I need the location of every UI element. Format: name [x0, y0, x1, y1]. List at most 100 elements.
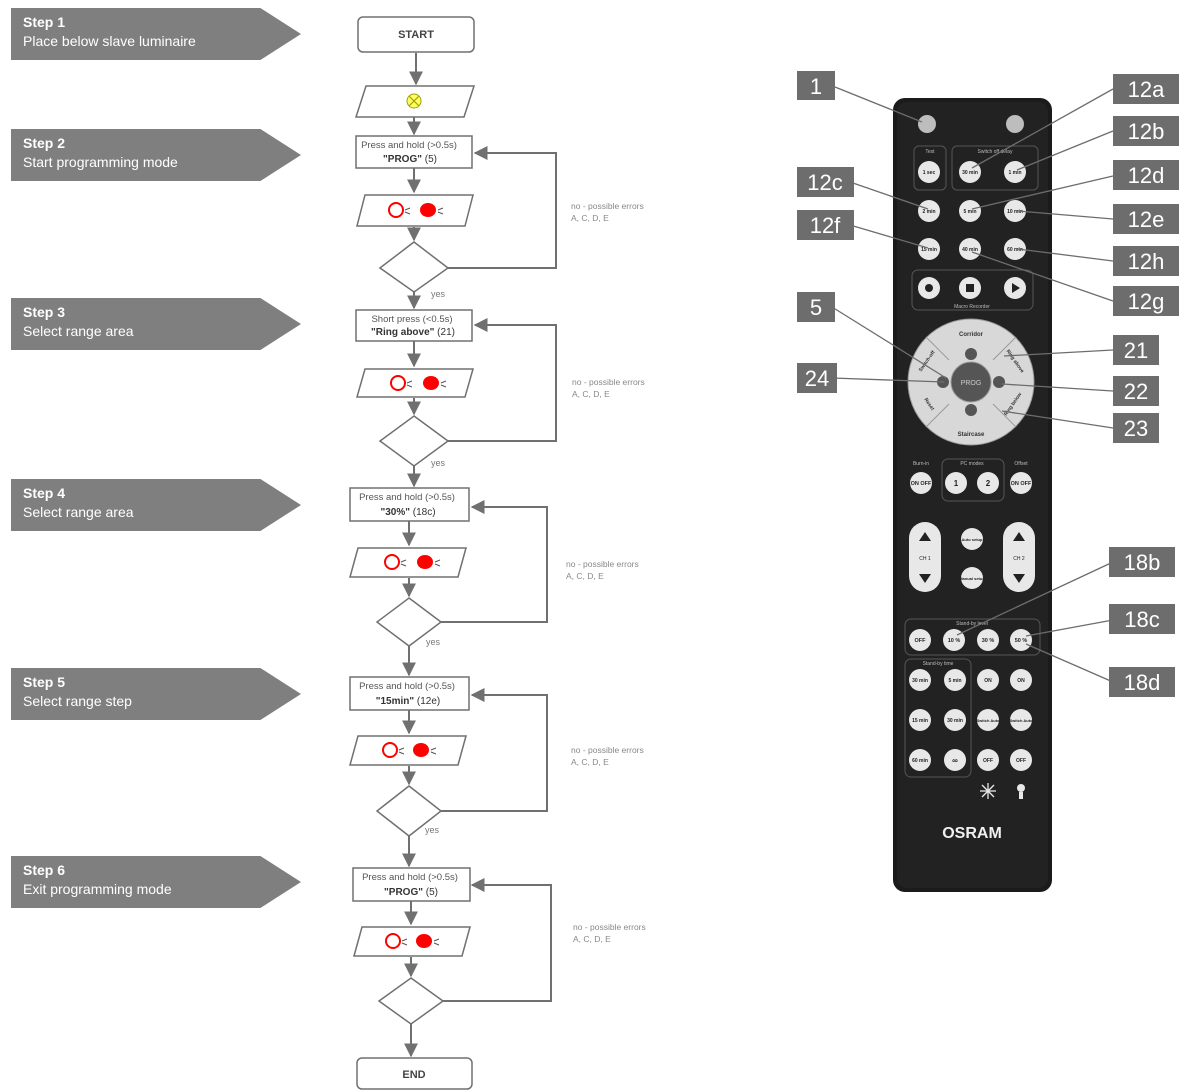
btn-10min[interactable]: [1004, 200, 1026, 222]
remote-test-button[interactable]: [918, 115, 936, 133]
btn-burn-in[interactable]: [910, 472, 932, 494]
standby-time-label: Stand-by time: [923, 661, 954, 667]
remote-speed-button[interactable]: [1006, 115, 1024, 133]
svg-text:15 min: 15 min: [921, 247, 937, 253]
svg-text:12e: 12e: [1128, 207, 1165, 232]
action-key: "Ring above": [371, 327, 435, 338]
btn-ch2-off[interactable]: [1010, 749, 1032, 771]
step-title: Step 4: [23, 485, 66, 501]
callout-18c: [1109, 604, 1175, 634]
led-signal-4: [349, 735, 467, 766]
action-line1: Short press (<0.5s): [371, 314, 452, 325]
svg-text:12h: 12h: [1128, 249, 1165, 274]
burn-in-label: Burn-in: [913, 461, 929, 467]
btn-time-30min-b[interactable]: [944, 709, 966, 731]
svg-text:ON: ON: [984, 678, 992, 684]
ch2-rocker[interactable]: [1003, 522, 1035, 592]
svg-text:30 %: 30 %: [982, 638, 995, 644]
callout-5: [797, 292, 835, 322]
action-line1: Press and hold (>0.5s): [362, 872, 458, 883]
btn-60min[interactable]: [1004, 238, 1026, 260]
btn-time-inf[interactable]: [944, 749, 966, 771]
btn-ch1-auto[interactable]: [977, 709, 999, 731]
svg-text:30 min: 30 min: [947, 718, 963, 724]
svg-text:Manual setup: Manual setup: [959, 576, 985, 581]
callout-12c: [797, 167, 854, 197]
callout-12d: [1113, 160, 1179, 190]
btn-1sec[interactable]: [918, 161, 940, 183]
svg-text:Auto setup: Auto setup: [962, 537, 983, 542]
decision-diamond-3: [375, 597, 443, 647]
btn-ch1-off[interactable]: [977, 749, 999, 771]
btn-time-15min[interactable]: [909, 709, 931, 731]
action-line1: Press and hold (>0.5s): [359, 492, 455, 503]
svg-text:5: 5: [810, 295, 822, 320]
svg-text:18b: 18b: [1124, 550, 1161, 575]
btn-level-50[interactable]: [1010, 629, 1032, 651]
decision-diamond-2: [378, 415, 450, 467]
btn-time-60min[interactable]: [909, 749, 931, 771]
btn-5min[interactable]: [959, 200, 981, 222]
ch1-rocker[interactable]: [909, 522, 941, 592]
bulb-icon: [1017, 784, 1025, 799]
led-off-icon: [390, 375, 406, 391]
callout-12e: [1113, 204, 1179, 234]
callout-21: [1113, 335, 1159, 365]
callout-18d: [1109, 667, 1175, 697]
svg-text:ON OFF: ON OFF: [1011, 481, 1032, 487]
btn-2min[interactable]: [918, 200, 940, 222]
callout-22: [1113, 376, 1159, 406]
action-box-5: Press and hold (>0.5s) "PROG" (5): [352, 867, 471, 902]
svg-text:24: 24: [805, 366, 829, 391]
svg-text:1 sec: 1 sec: [923, 170, 936, 176]
svg-text:5 min: 5 min: [948, 678, 961, 684]
step-banner-1: Step 1 Place below slave luminaire: [11, 8, 301, 60]
btn-level-30[interactable]: [977, 629, 999, 651]
step-banner-6: Step 6 Exit programming mode: [11, 856, 301, 908]
btn-ch2-auto[interactable]: [1010, 709, 1032, 731]
step-title: Step 1: [23, 14, 66, 30]
btn-offset[interactable]: [1010, 472, 1032, 494]
svg-text:1: 1: [810, 74, 822, 99]
action-box-3: Press and hold (>0.5s) "30%" (18c): [349, 487, 470, 522]
action-line1: Press and hold (>0.5s): [361, 140, 457, 151]
remote-figure: Test Switch off delay 1 sec 30 min 1 min…: [797, 71, 1179, 892]
yes-label: yes: [431, 289, 446, 299]
svg-text:OFF: OFF: [983, 758, 993, 764]
svg-text:Switch Auto: Switch Auto: [1010, 718, 1034, 723]
svg-text:12a: 12a: [1128, 77, 1165, 102]
svg-text:OFF: OFF: [915, 638, 927, 644]
btn-time-5min[interactable]: [944, 669, 966, 691]
btn-pc-mode-1[interactable]: [945, 472, 967, 494]
decision-diamond-4: [375, 785, 443, 837]
svg-text:5 min: 5 min: [963, 209, 976, 215]
btn-1min[interactable]: [1004, 161, 1026, 183]
btn-time-30min[interactable]: [909, 669, 931, 691]
btn-pc-mode-2[interactable]: [977, 472, 999, 494]
led-on-icon: [416, 934, 432, 948]
btn-15min[interactable]: [918, 238, 940, 260]
led-off-icon: [388, 202, 404, 218]
btn-manual-setup[interactable]: [961, 567, 983, 589]
svg-text:"PROG" (5): "PROG" (5): [384, 887, 438, 898]
led-off-icon: [385, 933, 401, 949]
btn-level-off[interactable]: [909, 629, 931, 651]
ring-top-label: Corridor: [959, 332, 984, 338]
btn-ch1-on[interactable]: [977, 669, 999, 691]
led-signal-3: [349, 547, 467, 578]
svg-text:15 min: 15 min: [912, 718, 928, 724]
prog-button[interactable]: [950, 361, 992, 403]
btn-40min[interactable]: [959, 238, 981, 260]
btn-ch2-on[interactable]: [1010, 669, 1032, 691]
callout-1: [797, 71, 835, 100]
led-signal-2: [356, 368, 474, 398]
btn-auto-setup[interactable]: [961, 528, 983, 550]
step-title: Step 3: [23, 304, 66, 320]
step-banner-4: Step 4 Select range area: [11, 479, 301, 531]
start-terminal: [357, 16, 475, 53]
svg-text:2: 2: [986, 479, 991, 488]
step-title: Step 5: [23, 674, 66, 690]
